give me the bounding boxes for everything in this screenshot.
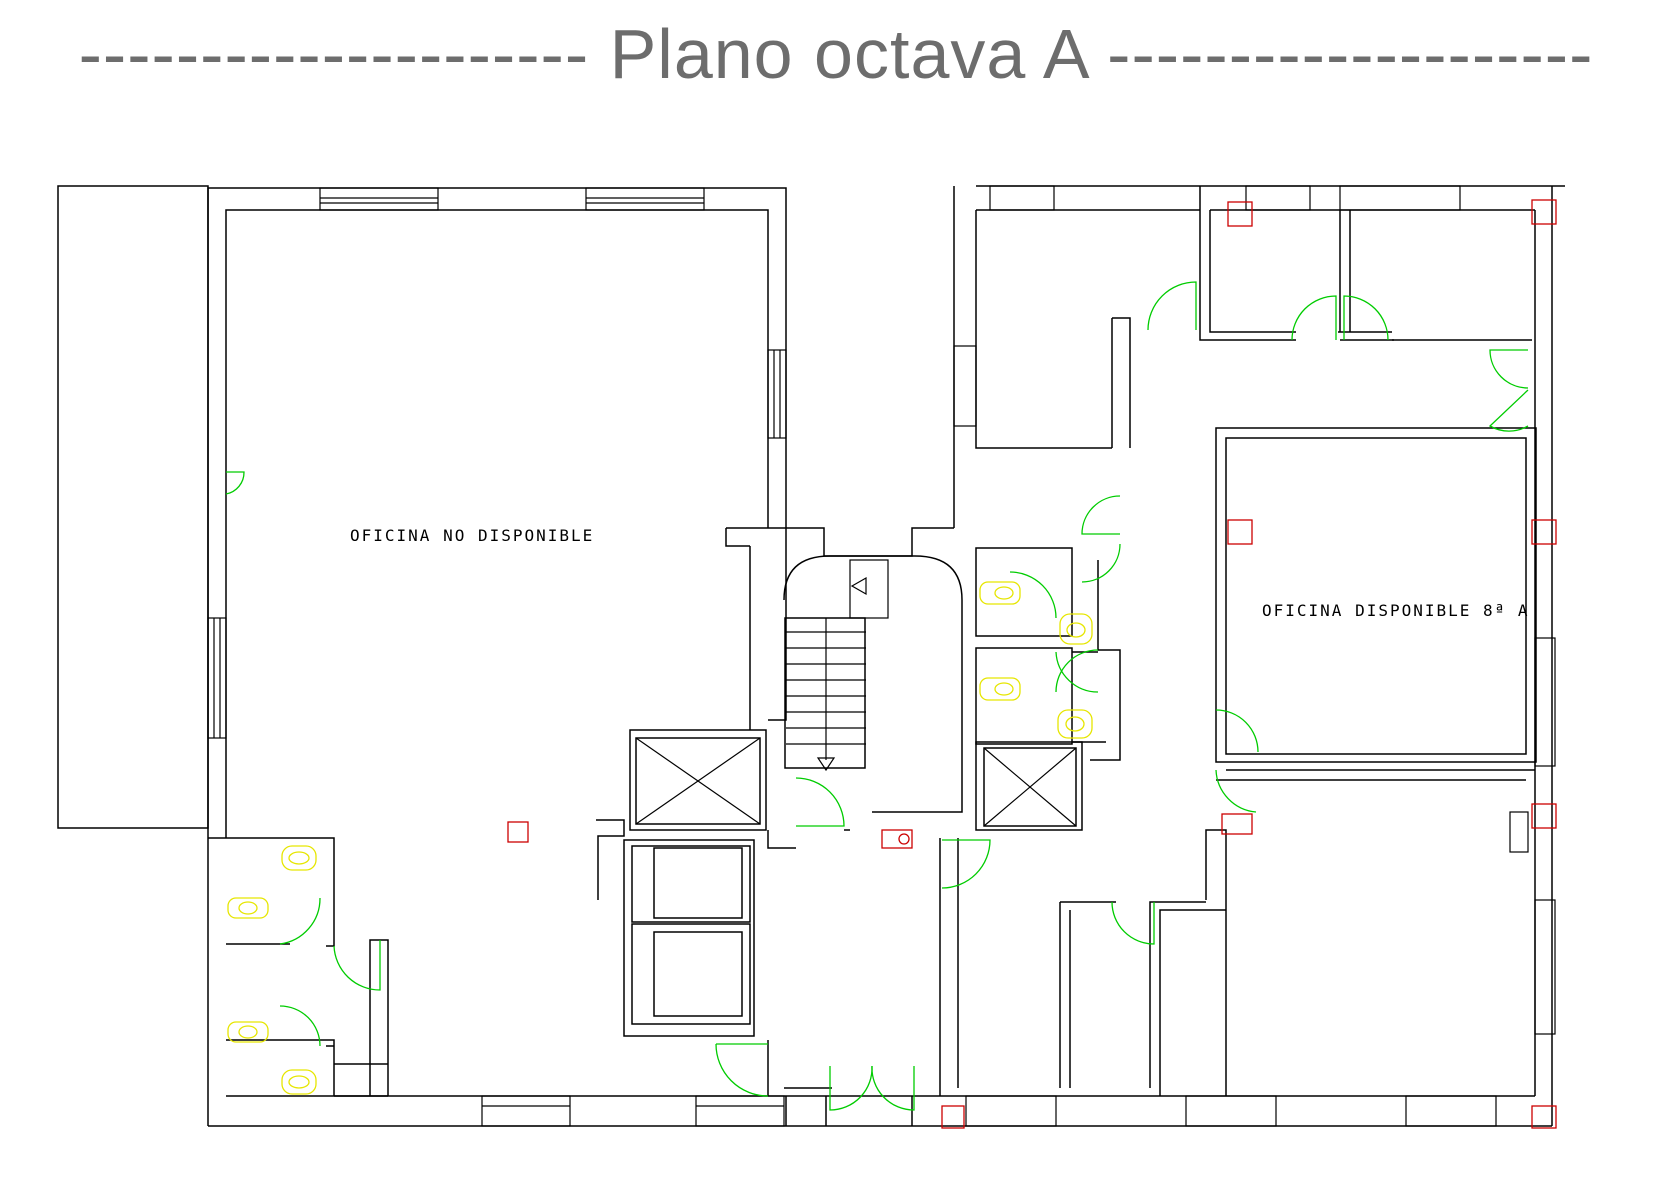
stairs-elevators (635, 559, 1077, 827)
sanitary-fixtures (227, 581, 1093, 1095)
room-label-available: OFICINA DISPONIBLE 8ª A (1262, 601, 1530, 620)
walls (57, 185, 1565, 1127)
plan-title: --------------------- Plano octava A ---… (78, 15, 1594, 93)
columns (507, 199, 1557, 1129)
windows (207, 185, 1556, 1127)
doors (225, 281, 1529, 1111)
room-label-unavailable: OFICINA NO DISPONIBLE (350, 526, 594, 545)
